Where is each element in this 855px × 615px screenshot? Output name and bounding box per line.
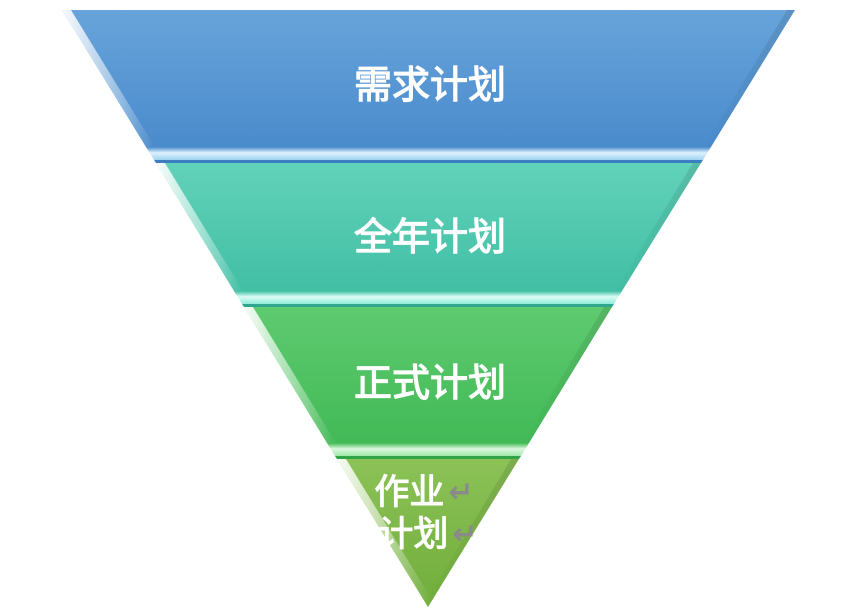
level-4-right-shade xyxy=(426,459,519,607)
level-1-right-shade xyxy=(704,10,795,147)
level-1-shape[interactable] xyxy=(62,10,795,147)
level-1-separator xyxy=(154,160,703,163)
level-2-label: 全年计划 xyxy=(353,215,506,259)
level-2-right-shade xyxy=(615,163,701,291)
level-1-bevel-strip xyxy=(146,147,711,160)
level-3-left-sheen xyxy=(244,307,336,443)
level-3-separator xyxy=(335,456,521,459)
level-4-shape[interactable] xyxy=(337,459,519,607)
level-3-bevel-strip xyxy=(327,443,529,456)
level-2-separator xyxy=(242,304,614,307)
level-2-bevel-strip xyxy=(234,291,622,304)
soft-return-mark: ↵ xyxy=(448,475,473,510)
pyramid-level-4: 作业↵ 计划↵ xyxy=(337,459,519,607)
level-3-shape[interactable] xyxy=(244,307,612,443)
pyramid-level-2: 全年计划 xyxy=(156,163,701,307)
soft-return-mark: ↵ xyxy=(452,517,477,552)
level-2-left-sheen xyxy=(156,163,243,291)
pyramid-level-3: 正式计划 xyxy=(244,307,612,459)
level-4-label-line-2: 计划↵ xyxy=(378,515,477,555)
level-1-left-sheen xyxy=(62,10,155,147)
pyramid-level-1: 需求计划 xyxy=(62,10,795,163)
level-1-label: 需求计划 xyxy=(354,63,506,107)
level-4-left-sheen xyxy=(337,459,431,607)
level-4-label-line-1: 作业↵ xyxy=(374,473,473,513)
level-3-right-shade xyxy=(522,307,612,443)
level-2-shape[interactable] xyxy=(156,163,701,291)
level-3-label: 正式计划 xyxy=(354,361,506,405)
